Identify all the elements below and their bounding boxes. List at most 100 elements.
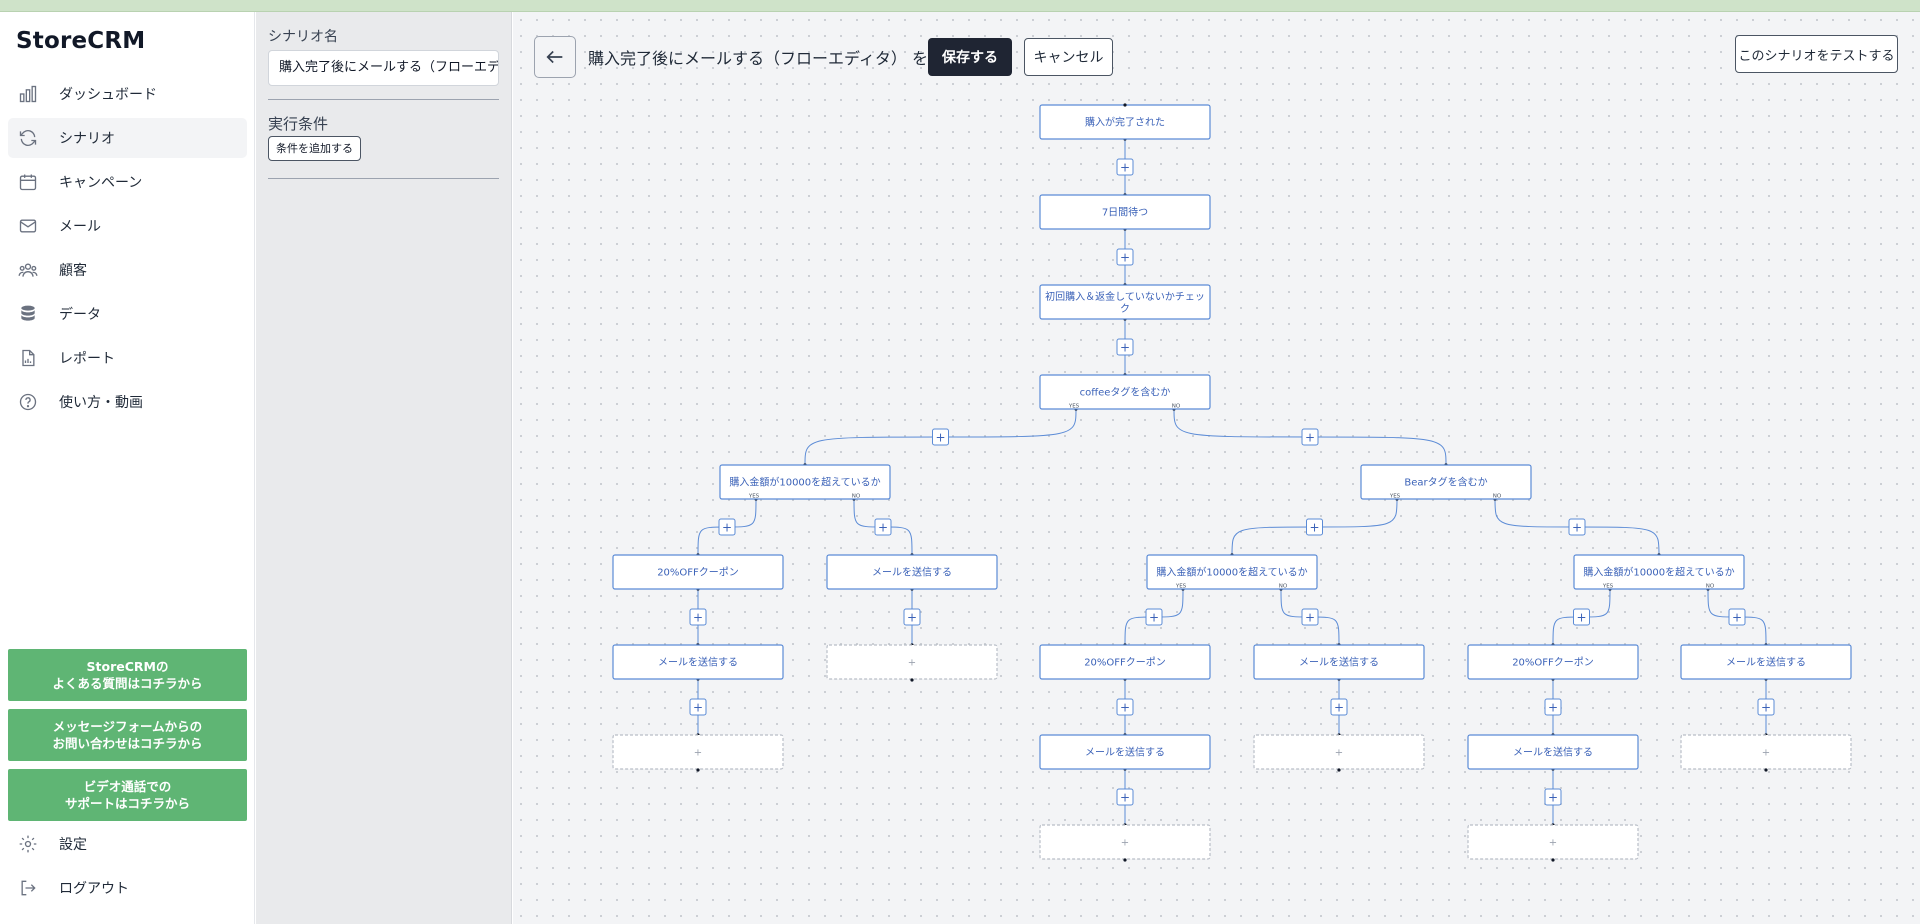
sidebar-item-data[interactable]: データ xyxy=(8,294,247,334)
node-box xyxy=(826,554,998,590)
flow-editor-canvas[interactable]: 購入完了後にメールする（フローエディタ） を編集中 保存する キャンセル このシ… xyxy=(513,12,1920,924)
empty-step-slot[interactable]: + xyxy=(1680,734,1852,772)
logout-link[interactable]: ログアウト xyxy=(16,872,129,904)
add-step-button[interactable]: + xyxy=(1330,698,1348,716)
flow-step-node[interactable]: メールを送信する xyxy=(1680,644,1852,680)
node-label: 購入金額が10000を超えているか xyxy=(729,476,880,489)
flow-step-node[interactable]: メールを送信する xyxy=(1253,644,1425,680)
plus-icon: + xyxy=(1576,611,1586,625)
node-label: 購入金額が10000を超えているか xyxy=(1583,566,1734,579)
empty-step-slot[interactable]: + xyxy=(1253,734,1425,772)
cancel-button[interactable]: キャンセル xyxy=(1024,38,1113,76)
edge-handle xyxy=(696,768,700,772)
node-label: メールを送信する xyxy=(658,656,738,669)
add-step-button[interactable]: + xyxy=(1301,608,1319,626)
gear-icon xyxy=(16,832,40,856)
flow-step-node[interactable]: メールを送信する xyxy=(826,554,998,590)
add-step-box xyxy=(718,518,736,536)
plus-icon: + xyxy=(1305,431,1315,445)
plus-icon: + xyxy=(1334,701,1344,715)
node-box xyxy=(612,734,784,770)
add-step-button[interactable]: + xyxy=(1116,698,1134,716)
flow-step-node[interactable]: 20%OFFクーポン xyxy=(1467,644,1639,680)
add-step-box xyxy=(903,608,921,626)
plus-icon: + xyxy=(1309,521,1319,535)
sidebar-item-customers[interactable]: 顧客 xyxy=(8,250,247,290)
node-label: ク xyxy=(1120,303,1130,315)
empty-step-slot[interactable]: + xyxy=(826,644,998,682)
add-step-button[interactable]: + xyxy=(1544,698,1562,716)
add-step-button[interactable]: + xyxy=(1568,518,1586,536)
sidebar-item-help[interactable]: 使い方・動画 xyxy=(8,382,247,422)
plus-icon: + xyxy=(878,521,888,535)
add-condition-button[interactable]: 条件を追加する xyxy=(268,136,361,161)
node-box xyxy=(1253,734,1425,770)
add-step-button[interactable]: + xyxy=(689,698,707,716)
add-step-box xyxy=(1116,248,1134,266)
back-button[interactable] xyxy=(534,36,576,78)
node-box xyxy=(719,464,891,500)
message-form-button[interactable]: メッセージフォームからの お問い合わせはコチラから xyxy=(8,709,247,761)
save-button[interactable]: 保存する xyxy=(928,38,1012,76)
add-step-button[interactable]: + xyxy=(1573,608,1590,626)
empty-step-slot[interactable]: + xyxy=(1467,824,1639,862)
node-box xyxy=(1039,734,1211,770)
node-label: 20%OFFクーポン xyxy=(657,567,739,579)
flow-step-node[interactable]: 購入が完了された xyxy=(1039,103,1211,140)
add-step-button[interactable]: + xyxy=(1757,698,1775,716)
add-step-button[interactable]: + xyxy=(1301,428,1319,446)
add-step-button[interactable]: + xyxy=(1116,338,1134,356)
video-support-button[interactable]: ビデオ通話での サポートはコチラから xyxy=(8,769,247,821)
add-step-box xyxy=(1573,608,1590,626)
settings-label: 設定 xyxy=(59,837,87,853)
sidebar-item-report[interactable]: レポート xyxy=(8,338,247,378)
node-box xyxy=(1253,644,1425,680)
add-step-button[interactable]: + xyxy=(689,608,707,626)
sidebar-item-mail[interactable]: メール xyxy=(8,206,247,246)
sidebar-item-scenario[interactable]: シナリオ xyxy=(8,118,247,158)
flow-step-node[interactable]: 20%OFFクーポン xyxy=(612,554,784,590)
add-step-button[interactable]: + xyxy=(1116,248,1134,266)
edge-handle xyxy=(1123,103,1127,107)
arrow-left-icon xyxy=(546,50,563,64)
flow-step-node[interactable]: メールを送信する xyxy=(1467,734,1639,770)
flow-step-node[interactable]: 20%OFFクーポン xyxy=(1039,644,1211,680)
add-step-button[interactable]: + xyxy=(1116,158,1134,176)
add-step-box xyxy=(1330,698,1348,716)
settings-link[interactable]: 設定 xyxy=(16,828,87,860)
add-step-button[interactable]: + xyxy=(932,428,949,446)
edge-handle xyxy=(1123,858,1127,862)
scenario-settings-panel: シナリオ名 購入完了後にメールする（フローエディ 実行条件 条件を追加する xyxy=(256,12,512,924)
flow-step-node[interactable]: メールを送信する xyxy=(1039,734,1211,770)
add-step-button[interactable]: + xyxy=(1116,788,1134,806)
sidebar-item-label: シナリオ xyxy=(59,131,115,147)
add-step-button[interactable]: + xyxy=(903,608,921,626)
sidebar-item-dashboard[interactable]: ダッシュボード xyxy=(8,74,247,114)
empty-step-slot[interactable]: + xyxy=(1039,824,1211,862)
empty-step-slot[interactable]: + xyxy=(612,734,784,772)
flow-step-node[interactable]: 7日間待つ xyxy=(1039,194,1211,230)
add-step-button[interactable]: + xyxy=(1145,608,1163,626)
flow-step-node[interactable]: メールを送信する xyxy=(612,644,784,680)
add-step-button[interactable]: + xyxy=(1306,518,1323,536)
help-circle-icon xyxy=(16,390,40,414)
faq-button[interactable]: StoreCRMの よくある質問はコチラから xyxy=(8,649,247,701)
test-scenario-button[interactable]: このシナリオをテストする xyxy=(1735,35,1898,73)
node-box xyxy=(1573,554,1745,590)
sidebar-nav: ダッシュボード シナリオ キャンペーン メール 顧客 データ レポート 使い方 xyxy=(8,74,247,426)
node-label: メールを送信する xyxy=(872,566,952,579)
add-step-button[interactable]: + xyxy=(718,518,736,536)
sidebar-item-campaign[interactable]: キャンペーン xyxy=(8,162,247,202)
add-step-button[interactable]: + xyxy=(1544,788,1562,806)
scenario-name-input[interactable]: 購入完了後にメールする（フローエディ xyxy=(268,50,499,86)
add-step-button[interactable]: + xyxy=(1728,608,1746,626)
no-label: NO xyxy=(1279,584,1288,590)
add-step-button[interactable]: + xyxy=(874,518,892,536)
add-step-box xyxy=(1306,518,1323,536)
